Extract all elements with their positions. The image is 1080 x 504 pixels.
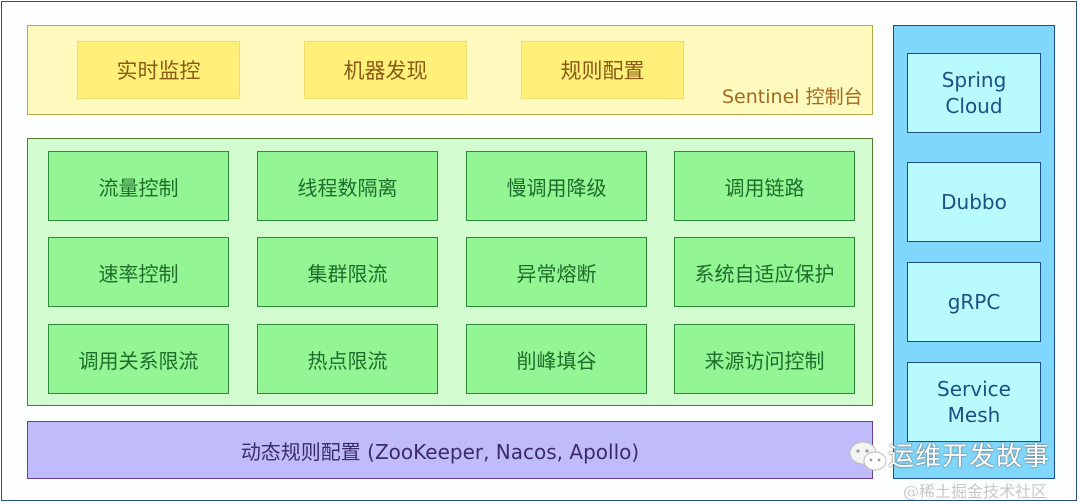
adapter-spring-cloud: Spring Cloud	[907, 53, 1041, 133]
feature-origin-access-control: 来源访问控制	[674, 324, 855, 394]
feature-exception-circuit-break: 异常熔断	[466, 237, 647, 307]
console-item-label: 机器发现	[343, 59, 428, 83]
feature-label: 削峰填谷	[516, 348, 597, 373]
feature-label: 调用链路	[724, 175, 805, 200]
feature-rate-control: 速率控制	[48, 237, 229, 307]
feature-label: 慢调用降级	[506, 175, 607, 200]
feature-call-chain: 调用链路	[674, 151, 855, 221]
console-item-label: 规则配置	[560, 59, 645, 83]
feature-thread-isolation: 线程数隔离	[257, 151, 438, 221]
feature-flow-control: 流量控制	[48, 151, 229, 221]
watermark-text: 运维开发故事	[888, 442, 1051, 472]
console-item-machine-discovery: 机器发现	[304, 41, 467, 99]
feature-label: 线程数隔离	[297, 175, 398, 200]
feature-label: 异常熔断	[516, 261, 597, 286]
feature-label: 流量控制	[98, 175, 179, 200]
console-item-rule-config: 规则配置	[521, 41, 684, 99]
dynamic-rule-config-label: 动态规则配置 (ZooKeeper, Nacos, Apollo)	[240, 439, 640, 464]
feature-system-adaptive-protection: 系统自适应保护	[674, 237, 855, 307]
feature-label: 速率控制	[98, 261, 179, 286]
feature-peak-shaving: 削峰填谷	[466, 324, 647, 394]
console-item-realtime-monitoring: 实时监控	[77, 41, 240, 99]
console-item-label: 实时监控	[116, 59, 201, 83]
sentinel-console-label: Sentinel 控制台	[722, 86, 863, 108]
adapter-grpc: gRPC	[907, 262, 1041, 342]
wechat-icon	[848, 440, 890, 474]
watermark-credit: @稀土掘金技术社区	[903, 482, 1048, 501]
feature-label: 热点限流	[307, 348, 388, 373]
adapter-dubbo: Dubbo	[907, 162, 1041, 242]
dynamic-rule-config-panel: 动态规则配置 (ZooKeeper, Nacos, Apollo)	[27, 421, 873, 479]
feature-label: 集群限流	[307, 261, 388, 286]
feature-hotspot-limit: 热点限流	[257, 324, 438, 394]
feature-label: 调用关系限流	[78, 348, 199, 373]
feature-relation-limit: 调用关系限流	[48, 324, 229, 394]
feature-label: 来源访问控制	[704, 348, 825, 373]
adapter-service-mesh: Service Mesh	[907, 362, 1041, 442]
feature-cluster-limit: 集群限流	[257, 237, 438, 307]
feature-slow-call-degrade: 慢调用降级	[466, 151, 647, 221]
feature-label: 系统自适应保护	[694, 261, 835, 286]
